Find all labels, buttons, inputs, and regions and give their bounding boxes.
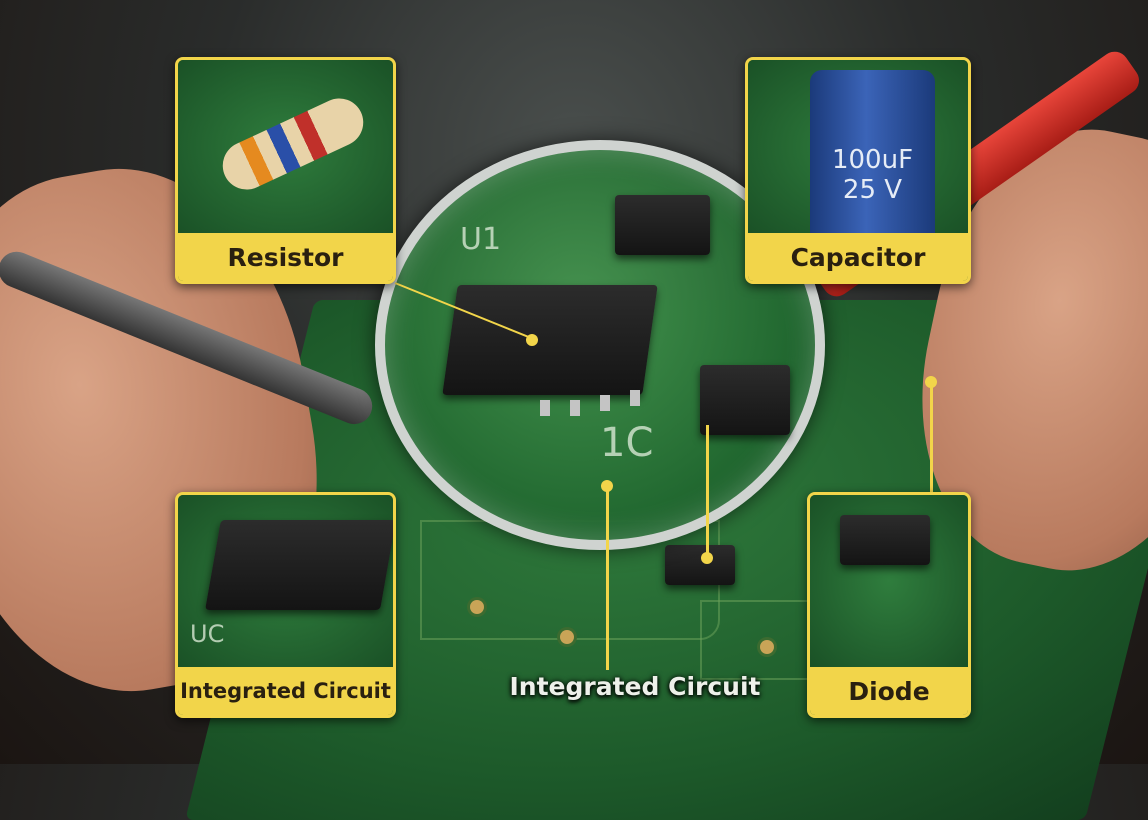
capacitor-icon: 100uF 25 V — [810, 70, 935, 250]
ic-photo: UC — [178, 495, 393, 667]
resistor-callout: Resistor — [175, 57, 396, 284]
leader-dot — [925, 376, 937, 388]
ic-chip-icon — [205, 520, 393, 610]
resistor-photo — [178, 60, 393, 233]
leader-dot — [526, 334, 538, 346]
silkscreen-uc: UC — [190, 620, 225, 648]
leader-line — [930, 382, 933, 494]
resistor-label: Resistor — [178, 233, 393, 281]
small-chip — [665, 545, 735, 585]
pcb-pad — [470, 600, 484, 614]
ic-pin — [600, 395, 610, 411]
diode-callout: Diode — [807, 492, 971, 718]
pcb-pad — [560, 630, 574, 644]
pcb-pad — [760, 640, 774, 654]
center-ic-label: Integrated Circuit — [509, 672, 761, 701]
magnified-small-chip — [615, 195, 710, 255]
silkscreen-ic: 1C — [600, 420, 654, 466]
capacitor-voltage: 25 V — [842, 175, 903, 205]
magnified-diode-chip — [700, 365, 790, 435]
ic-pin — [570, 400, 580, 416]
diode-photo — [810, 495, 968, 667]
diode-label: Diode — [810, 667, 968, 715]
ic-pin — [630, 390, 640, 406]
diode-icon — [840, 515, 930, 565]
magnified-ic-chip — [442, 285, 658, 395]
ic-callout: UC Integrated Circuit — [175, 492, 396, 718]
leader-line — [706, 425, 709, 555]
capacitor-photo: 100uF 25 V — [748, 60, 968, 250]
leader-dot — [701, 552, 713, 564]
ic-label: Integrated Circuit — [178, 667, 393, 715]
capacitor-label: Capacitor — [748, 233, 968, 281]
silkscreen-u1: U1 — [460, 222, 502, 257]
leader-dot — [601, 480, 613, 492]
capacitor-value: 100uF — [831, 145, 914, 175]
ic-pin — [540, 400, 550, 416]
capacitor-callout: 100uF 25 V Capacitor — [745, 57, 971, 284]
resistor-icon — [214, 90, 372, 198]
leader-line — [606, 485, 609, 670]
